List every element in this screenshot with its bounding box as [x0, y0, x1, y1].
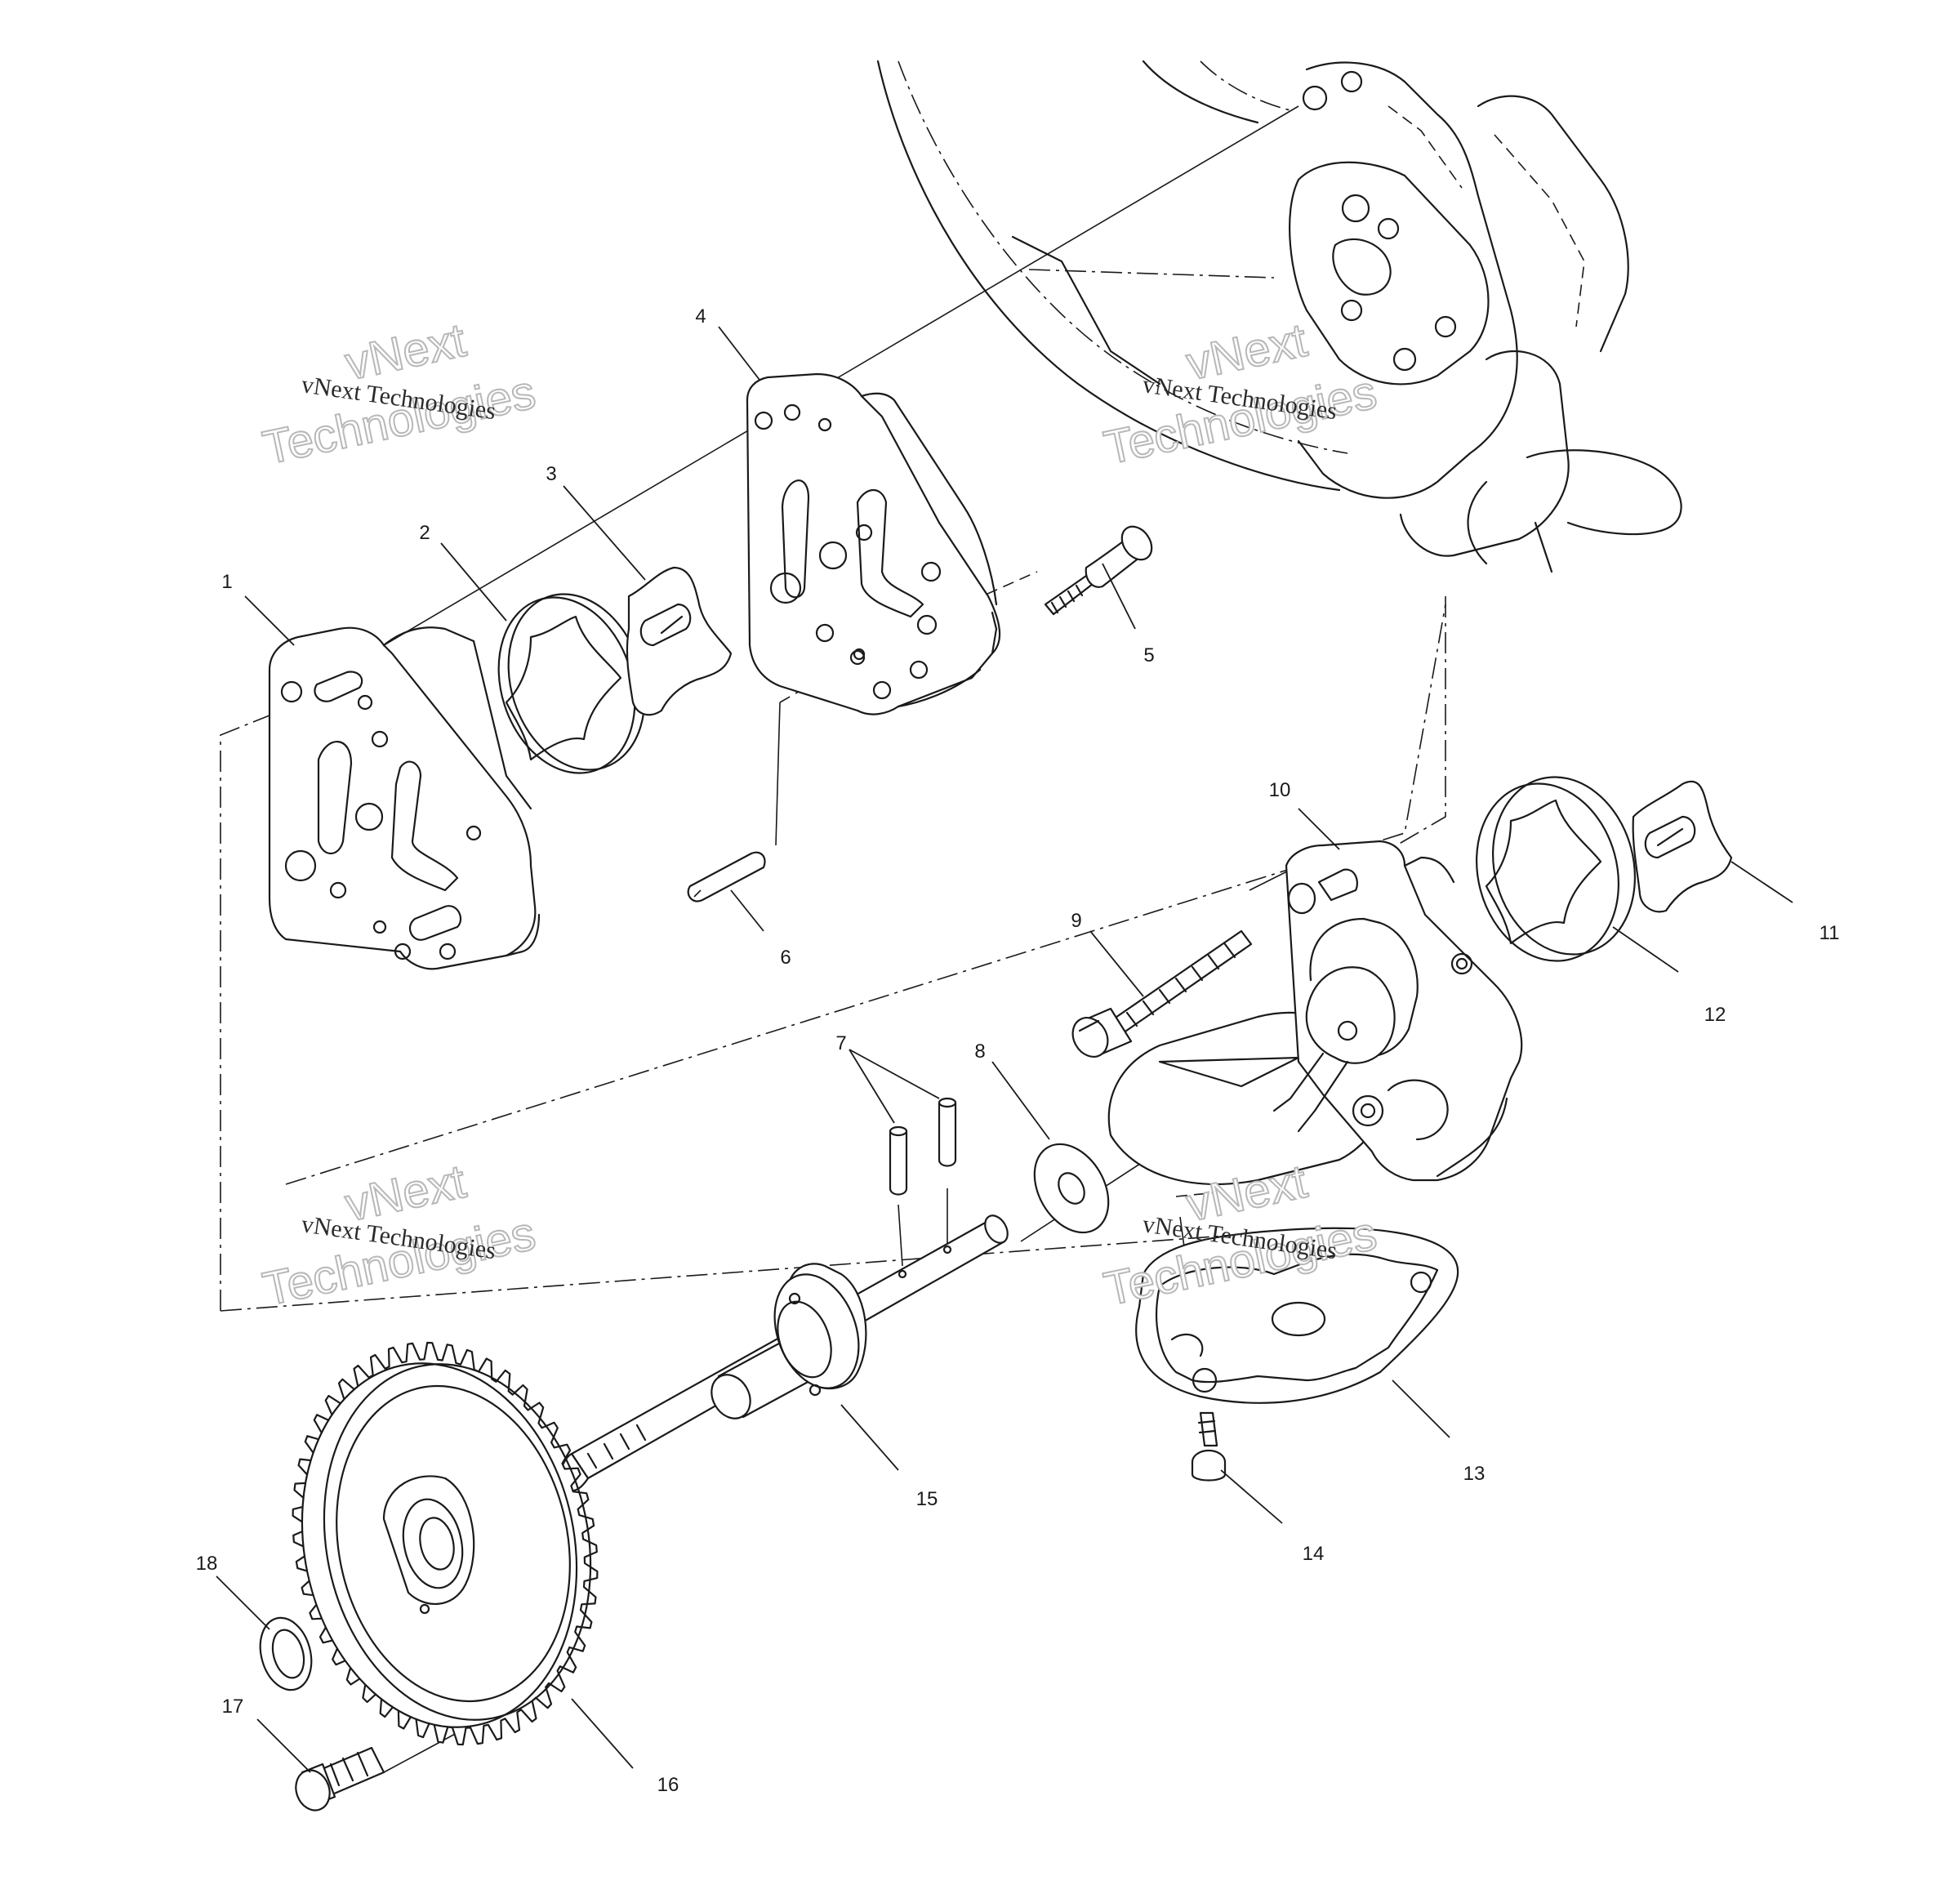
callout-13: 13: [1463, 1463, 1486, 1485]
callout-7: 7: [835, 1032, 846, 1054]
callout-11: 11: [1820, 922, 1840, 944]
callout-16: 16: [657, 1774, 679, 1796]
part-1-pump-body: [268, 626, 541, 970]
part-11-inner-rotor: [1632, 780, 1733, 913]
part-16-gear: [292, 1341, 599, 1746]
callout-8: 8: [974, 1041, 985, 1063]
callout-17: 17: [222, 1696, 244, 1718]
callout-14: 14: [1303, 1543, 1325, 1565]
callout-4: 4: [695, 305, 706, 328]
callout-1: 1: [221, 571, 232, 593]
callout-18: 18: [196, 1553, 218, 1575]
callout-9: 9: [1071, 910, 1081, 932]
part-17-gear-bolt: [295, 1746, 385, 1812]
callout-3: 3: [546, 463, 556, 485]
svg-text:Technologies: Technologies: [258, 1206, 540, 1316]
callout-labels: 1 2 3 4 5 6 7 8 9 10 11 12 13 14 15 16 1…: [196, 305, 1840, 1796]
svg-text:Technologies: Technologies: [258, 365, 540, 475]
svg-text:Technologies: Technologies: [1099, 365, 1381, 475]
part-4-pump-plate: [746, 372, 1001, 715]
part-10-pump-cover: [1107, 840, 1523, 1185]
crankcase-housing: [876, 60, 1682, 573]
part-15-shaft: [559, 1214, 1009, 1492]
part-9-long-bolt: [1071, 929, 1253, 1058]
part-6-dowel-pin: [687, 851, 766, 902]
callout-2: 2: [419, 522, 430, 544]
callout-5: 5: [1143, 644, 1154, 666]
part-3-inner-rotor: [626, 566, 733, 716]
part-7-roll-pins: [889, 1097, 957, 1196]
part-8-washer: [1033, 1143, 1110, 1234]
part-13-gasket: [1135, 1227, 1459, 1404]
callout-6: 6: [780, 947, 791, 969]
part-12-outer-rotor: [1476, 776, 1636, 962]
callout-10: 10: [1269, 779, 1291, 801]
part-5-screw: [1044, 525, 1153, 616]
callout-15: 15: [916, 1488, 938, 1510]
callout-12: 12: [1704, 1004, 1726, 1026]
part-14-small-screw: [1191, 1411, 1227, 1482]
part-2-outer-rotor: [497, 593, 646, 774]
part-18-lock-washer: [259, 1616, 313, 1691]
leader-lines: [216, 326, 1793, 1773]
svg-text:vNext: vNext: [341, 1155, 470, 1232]
